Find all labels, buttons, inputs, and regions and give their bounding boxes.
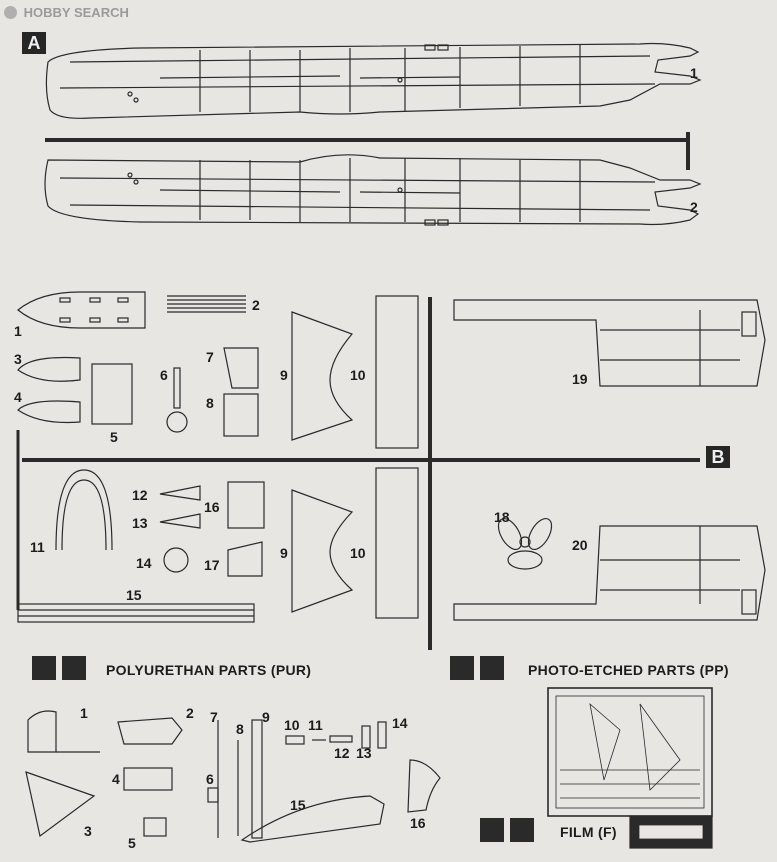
pp-label-3: 3 <box>84 823 92 839</box>
pur-part-18-propeller <box>497 518 553 570</box>
pur-label-5: 5 <box>110 429 118 445</box>
section-b-marker: B <box>706 446 730 468</box>
pur-part-19-hull-half <box>453 299 766 387</box>
pur-part-9-upper <box>291 311 354 441</box>
pur-part-4-fin <box>17 400 81 424</box>
pp-label-7: 7 <box>210 709 218 725</box>
pur-label-9-upper: 9 <box>280 367 288 383</box>
pur-part-5-plate <box>91 363 133 425</box>
film-heading: FILM (F) <box>560 824 617 840</box>
pur-label-13: 13 <box>132 515 148 531</box>
pur-part-10-upper <box>375 295 419 449</box>
pur-label-9-lower: 9 <box>280 545 288 561</box>
pp-label-1: 1 <box>80 705 88 721</box>
pp-part-16 <box>407 759 441 813</box>
pur-part-11-arch <box>55 469 113 551</box>
pur-part-13 <box>159 513 201 529</box>
pur-part-2-strips <box>167 295 246 313</box>
section-a-marker: A <box>22 32 46 54</box>
pur-part-15-strip <box>17 603 255 623</box>
pp-label-12: 12 <box>334 745 350 761</box>
pur-label-14: 14 <box>136 555 152 571</box>
pp-part-15-blade <box>240 795 385 843</box>
pur-label-4: 4 <box>14 389 22 405</box>
pp-part-14 <box>377 721 387 749</box>
pp-label-10: 10 <box>284 717 300 733</box>
pp-part-9-mast <box>251 719 263 839</box>
tools-icon <box>480 818 504 842</box>
hobbysearch-logo: HOBBY SEARCH <box>4 5 129 20</box>
pp-part-2 <box>117 717 183 745</box>
pp-heading: PHOTO-ETCHED PARTS (PP) <box>528 662 729 678</box>
pp-part-3-triangle <box>25 771 96 838</box>
pp-label-13: 13 <box>356 745 372 761</box>
pur-label-17: 17 <box>204 557 220 573</box>
pur-part-16 <box>227 481 265 529</box>
logo-suffix: SEARCH <box>73 5 129 20</box>
pp-part-1-tower <box>27 710 100 753</box>
pur-part-7 <box>223 347 259 389</box>
pur-label-20: 20 <box>572 537 588 553</box>
pur-label-15: 15 <box>126 587 142 603</box>
pur-label-6: 6 <box>160 367 168 383</box>
pp-label-5: 5 <box>128 835 136 851</box>
pp-part-13 <box>361 725 371 749</box>
pur-label-18: 18 <box>494 509 510 525</box>
pur-part-3-fin <box>17 356 81 382</box>
pp-part-12 <box>329 735 353 743</box>
pp-label-6: 6 <box>206 771 214 787</box>
pur-part-14-disk <box>163 547 189 573</box>
pp-part-10 <box>285 735 305 745</box>
pp-label-11: 11 <box>308 717 323 733</box>
film-part <box>629 815 713 849</box>
glue-icon <box>510 818 534 842</box>
hull-part-2 <box>44 154 702 226</box>
pp-label-2: 2 <box>186 705 194 721</box>
tools-icon <box>32 656 56 680</box>
glue-icon <box>480 656 504 680</box>
pur-part-12 <box>159 485 201 501</box>
logo-brand: HOBBY <box>23 5 71 20</box>
pp-part-4-frame <box>123 767 173 791</box>
pp-label-15: 15 <box>290 797 306 813</box>
pp-label-8: 8 <box>236 721 244 737</box>
pp-part-5 <box>143 817 167 837</box>
pur-label-3: 3 <box>14 351 22 367</box>
pur-label-2: 2 <box>252 297 260 313</box>
pp-label-16: 16 <box>410 815 426 831</box>
pur-label-16: 16 <box>204 499 220 515</box>
pur-part-17 <box>227 541 263 577</box>
logo-mark-icon <box>4 6 17 19</box>
glue-icon <box>62 656 86 680</box>
pur-label-10-lower: 10 <box>350 545 366 561</box>
pur-part-6-periscope <box>166 367 188 433</box>
pp-part-6 <box>207 787 219 803</box>
pur-label-11: 11 <box>30 539 45 555</box>
pur-part-8 <box>223 393 259 437</box>
hull-part-1 <box>45 42 702 119</box>
pur-label-1: 1 <box>14 323 22 339</box>
pur-label-7: 7 <box>206 349 214 365</box>
pur-heading: POLYURETHAN PARTS (PUR) <box>106 662 312 678</box>
photo-etched-fret <box>547 687 713 817</box>
pur-label-12: 12 <box>132 487 148 503</box>
pur-part-20-hull-half <box>453 525 766 621</box>
pp-label-4: 4 <box>112 771 120 787</box>
hull-label-1: 1 <box>690 65 698 81</box>
pur-part-10-lower <box>375 467 419 619</box>
hull-label-2: 2 <box>690 199 698 215</box>
pur-label-19: 19 <box>572 371 588 387</box>
pur-label-10-upper: 10 <box>350 367 366 383</box>
pur-part-1-deck <box>17 291 146 329</box>
pur-part-9-lower <box>291 489 354 613</box>
pur-label-8: 8 <box>206 395 214 411</box>
tools-icon <box>450 656 474 680</box>
pp-label-9: 9 <box>262 709 270 725</box>
pp-label-14: 14 <box>392 715 408 731</box>
